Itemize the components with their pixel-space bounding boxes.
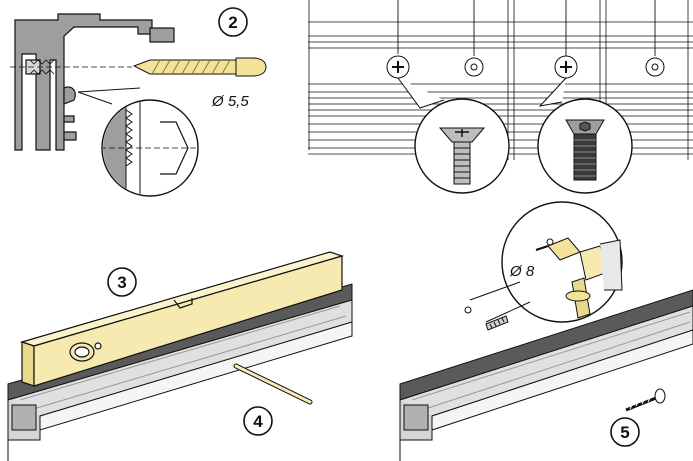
drill-zoom xyxy=(469,201,623,323)
hex-screw-icon xyxy=(645,57,665,77)
step-2-marker xyxy=(218,7,248,37)
drill-bit-icon xyxy=(132,57,267,77)
screw-icon xyxy=(625,388,666,412)
phillips-screw-icon xyxy=(554,55,578,79)
step-5-marker xyxy=(610,417,640,447)
hex-screw-icon xyxy=(464,57,484,77)
drill-diameter-label-small: Ø 5,5 xyxy=(211,93,249,110)
step-2-number: 2 xyxy=(228,13,237,32)
panel-profile-section: 2 Ø 5,5 xyxy=(10,7,267,197)
hex-bolt-zoom xyxy=(537,98,633,194)
thread-detail-zoom xyxy=(101,99,199,197)
drill-icon xyxy=(535,237,609,319)
step-3-number: 3 xyxy=(117,273,126,292)
step-4-number: 4 xyxy=(253,412,263,431)
step-4-marker xyxy=(243,406,273,436)
rail-profile-section xyxy=(14,13,175,151)
rail-3d-right xyxy=(399,289,693,461)
step-5-number: 5 xyxy=(620,423,629,442)
step-3-marker xyxy=(107,267,137,297)
spirit-level-icon xyxy=(19,251,345,387)
panel-drill: 5 Ø 8 xyxy=(399,201,693,461)
pencil-icon xyxy=(233,363,313,405)
countersunk-screw-zoom xyxy=(414,98,510,194)
wall-plug-icon xyxy=(464,306,509,331)
phillips-screw-icon xyxy=(386,55,410,79)
drill-diameter-label-large: Ø 8 xyxy=(509,263,535,280)
panel-rail-screws xyxy=(308,0,693,194)
panel-level: 3 4 xyxy=(7,251,353,461)
